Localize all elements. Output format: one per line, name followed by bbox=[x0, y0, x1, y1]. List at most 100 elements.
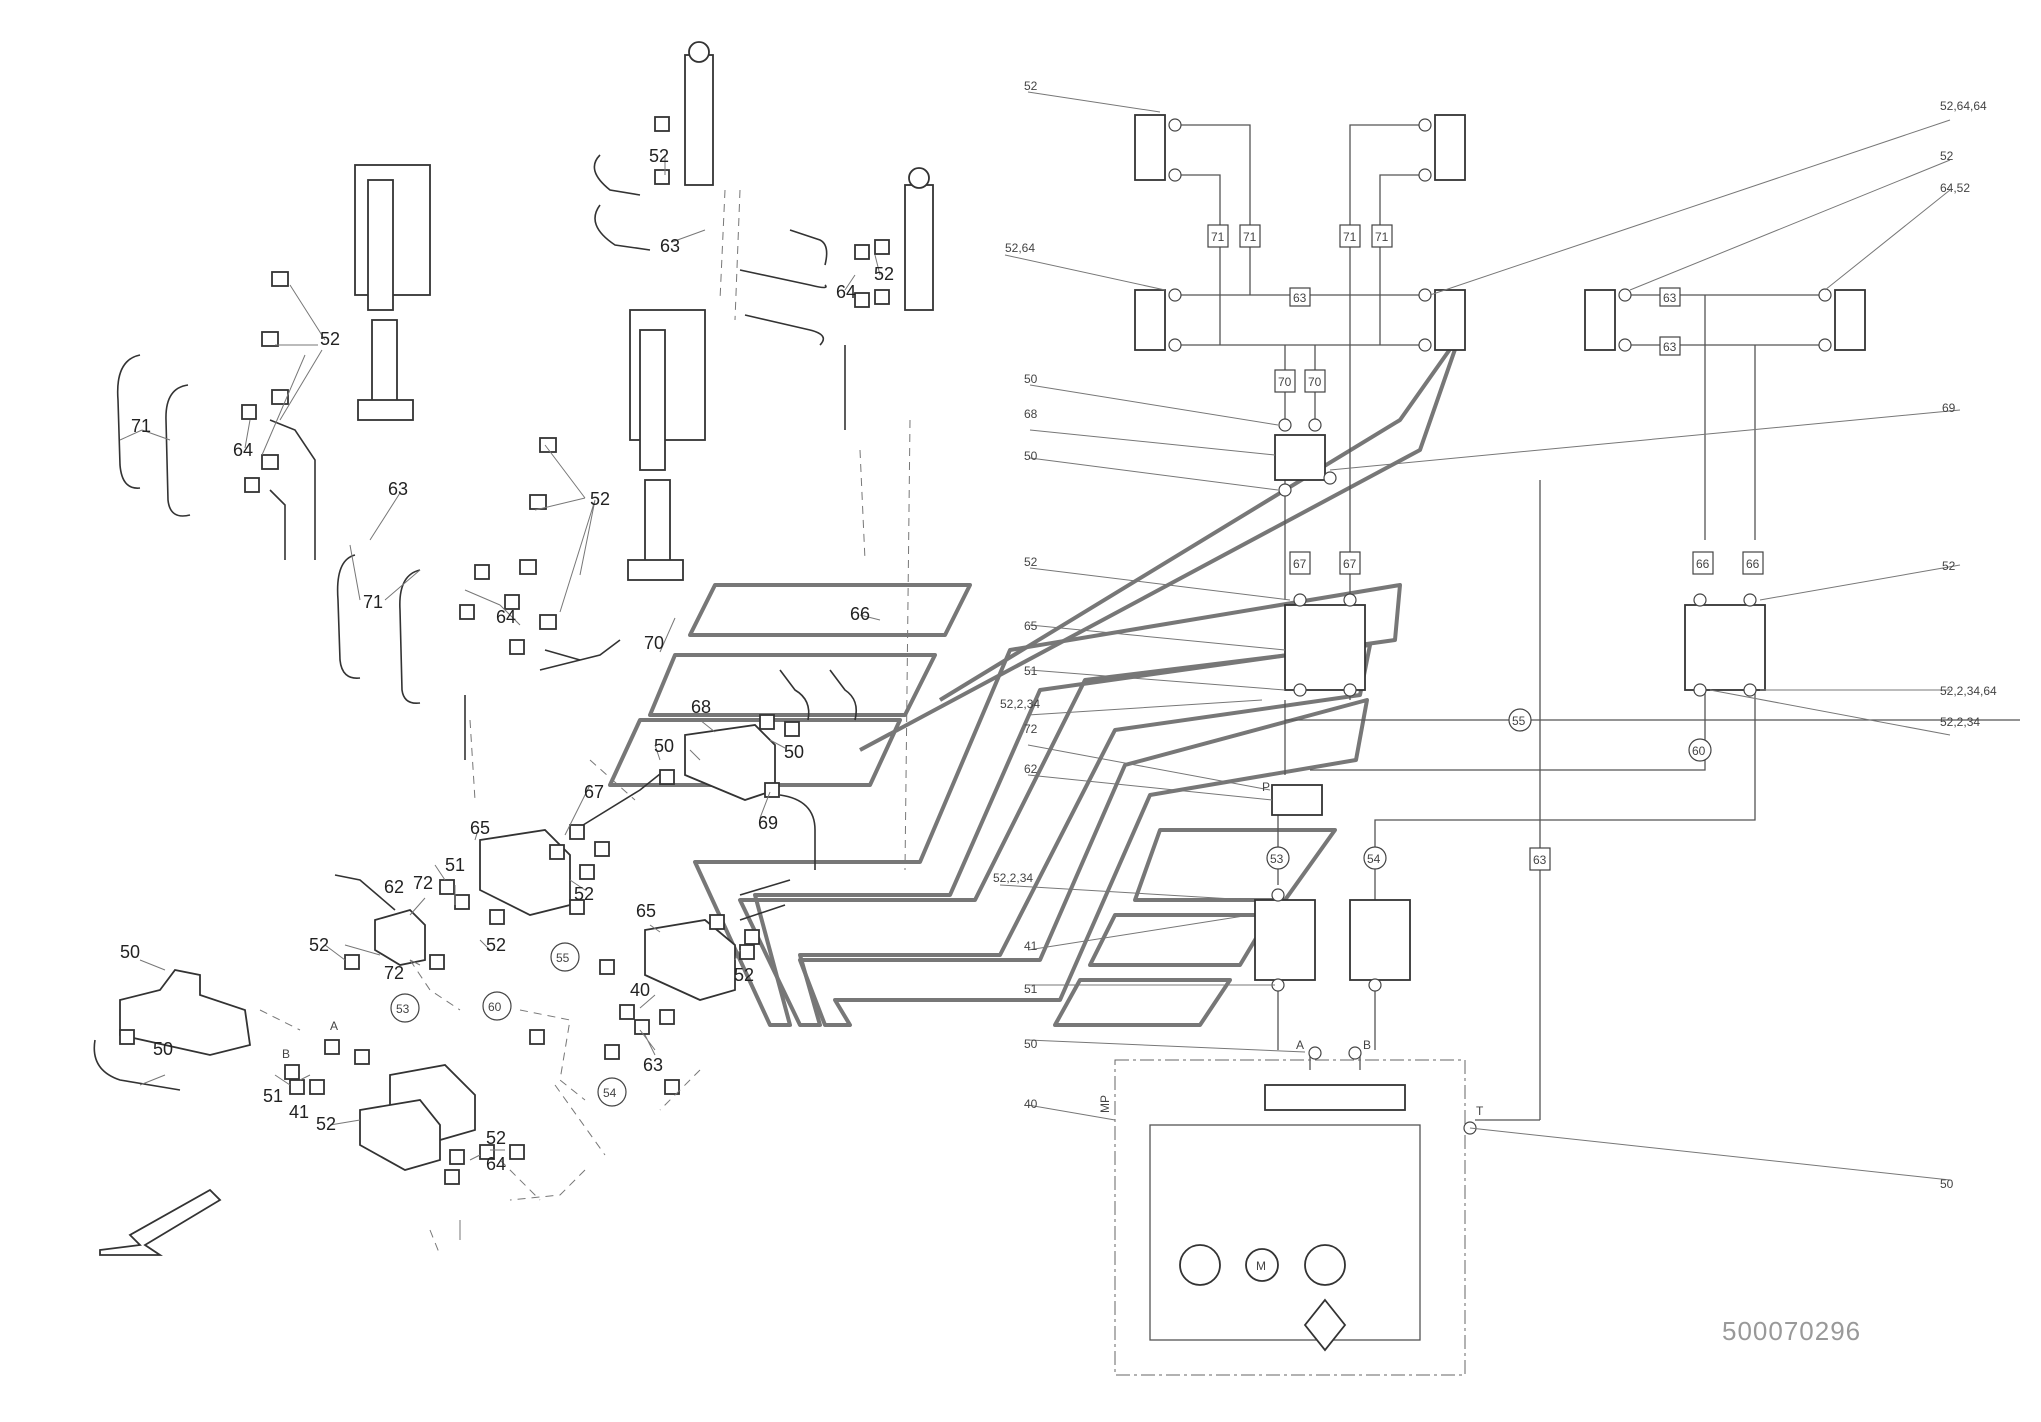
schematic-port bbox=[1693, 593, 1707, 607]
schematic-callout: 52,64,64 bbox=[1940, 99, 1987, 113]
assembly-callout: 52 bbox=[590, 489, 610, 509]
schematic-port bbox=[1743, 593, 1757, 607]
schematic-valve-65 bbox=[1284, 604, 1366, 691]
schematic-callout: 40 bbox=[1024, 1097, 1038, 1111]
connector-plate-53 bbox=[798, 698, 1369, 1027]
line-tag: 71 bbox=[1207, 224, 1229, 248]
schematic-callout: 52,2,34 bbox=[1000, 697, 1040, 711]
line-tag: 66 bbox=[1692, 551, 1714, 575]
line-tag-label: 70 bbox=[1308, 375, 1322, 389]
line-tag: 67 bbox=[1289, 551, 1311, 575]
exploded-assembly: 52 63 64 52 52 71 64 63 52 71 64 66 70 6… bbox=[93, 41, 934, 1256]
assembly-callout: 52 bbox=[320, 329, 340, 349]
schematic-port bbox=[1368, 978, 1382, 992]
assembly-callout: 66 bbox=[850, 604, 870, 624]
assembly-callout: 52 bbox=[649, 146, 669, 166]
assembly-callout: 51 bbox=[263, 1086, 283, 1106]
assembly-callout: 71 bbox=[363, 592, 383, 612]
block-65-lower bbox=[644, 919, 736, 1001]
schematic-port bbox=[1271, 888, 1285, 902]
assembly-callout: 64 bbox=[486, 1154, 506, 1174]
schematic-port bbox=[1308, 1046, 1322, 1060]
schematic-circle-label: 54 bbox=[1367, 852, 1381, 866]
schematic-callout: 52 bbox=[1940, 149, 1954, 163]
schematic-valve-68 bbox=[1274, 434, 1326, 481]
schematic-callout: 52 bbox=[1024, 555, 1038, 569]
assembly-callout: 52 bbox=[874, 264, 894, 284]
assembly-callout: 50 bbox=[120, 942, 140, 962]
schematic-callout: 65 bbox=[1024, 619, 1038, 633]
schematic-callout: 51 bbox=[1024, 664, 1038, 678]
schematic-callout: 62 bbox=[1024, 762, 1038, 776]
assembly-callout: 69 bbox=[758, 813, 778, 833]
line-tag-label: 71 bbox=[1375, 230, 1389, 244]
schematic-circle bbox=[1266, 846, 1290, 870]
schematic-callout: 50 bbox=[1024, 1037, 1038, 1051]
line-tag: 71 bbox=[1339, 224, 1361, 248]
schematic-port bbox=[1343, 593, 1357, 607]
schematic-callout: 52,64 bbox=[1005, 241, 1035, 255]
line-tags: 71 71 71 71 63 63 63 70 70 67 67 66 66 6… bbox=[1207, 224, 1764, 871]
fittings bbox=[119, 116, 890, 1185]
block-41-lower bbox=[359, 1099, 441, 1171]
schematic-line bbox=[1625, 294, 1825, 540]
schematic-circle-label: 60 bbox=[1692, 744, 1706, 758]
schematic-line bbox=[1284, 295, 1541, 1120]
line-tag: 67 bbox=[1339, 551, 1361, 575]
assembly-callouts: 52 63 64 52 52 71 64 63 52 71 64 66 70 6… bbox=[120, 146, 894, 1174]
schematic-port bbox=[1343, 683, 1357, 697]
cylinder-top bbox=[684, 41, 714, 186]
block-65-upper bbox=[479, 829, 571, 916]
schematic-cylinder bbox=[1584, 289, 1616, 351]
schematic-filter bbox=[1303, 1298, 1347, 1352]
power-unit-40 bbox=[119, 969, 252, 1056]
assembly-callout: 64 bbox=[836, 282, 856, 302]
schematic-port bbox=[1348, 1046, 1362, 1060]
circled-callout bbox=[390, 993, 420, 1023]
assembly-callout: 72 bbox=[384, 963, 404, 983]
line-tag-label: 71 bbox=[1343, 230, 1357, 244]
schematic-valve-62 bbox=[1271, 784, 1323, 816]
schematic-port bbox=[1418, 288, 1432, 302]
circled-callout-label: 54 bbox=[603, 1086, 617, 1100]
port-letter-a: A bbox=[330, 1019, 338, 1033]
assembly-callout: 62 bbox=[384, 877, 404, 897]
schematic-cylinder bbox=[1834, 289, 1866, 351]
block-68 bbox=[684, 724, 776, 801]
block-62 bbox=[374, 908, 426, 966]
line-tag: 63 bbox=[1659, 336, 1681, 356]
schematic-cylinder bbox=[1434, 114, 1466, 181]
connector-plate-62 bbox=[738, 643, 1372, 1027]
line-tag-label: 67 bbox=[1343, 557, 1357, 571]
connector-plate-65 bbox=[693, 583, 1402, 1027]
cylinder-left bbox=[354, 164, 431, 421]
schematic-leaders bbox=[999, 91, 1961, 1181]
schematic-callout: 72 bbox=[1024, 722, 1038, 736]
connector-plate-51a bbox=[1088, 913, 1272, 967]
schematic-line bbox=[1310, 690, 1756, 870]
line-tag: 71 bbox=[1239, 224, 1261, 248]
schematic-callout: 69 bbox=[1942, 401, 1956, 415]
schematic-port-t: T bbox=[1476, 1104, 1484, 1118]
line-tag-label: 71 bbox=[1243, 230, 1257, 244]
assembly-callout: 40 bbox=[630, 980, 650, 1000]
schematic-cylinder bbox=[1434, 289, 1466, 351]
assembly-callout: 71 bbox=[131, 416, 151, 436]
schematic-port-mp: MP bbox=[1098, 1095, 1112, 1113]
hoses bbox=[93, 154, 858, 1091]
line-tag: 70 bbox=[1304, 369, 1326, 393]
schematic-callout: 50 bbox=[1024, 372, 1038, 386]
line-tag: 71 bbox=[1371, 224, 1393, 248]
schematic-port bbox=[1168, 288, 1182, 302]
schematic-port bbox=[1278, 418, 1292, 432]
schematic-motor bbox=[1245, 1248, 1279, 1282]
line-tag-label: 67 bbox=[1293, 557, 1307, 571]
schematic-callout: 52,2,34 bbox=[1940, 715, 1980, 729]
schematic-port bbox=[1168, 118, 1182, 132]
schematic-callout: 50 bbox=[1940, 1177, 1954, 1191]
circled-callout bbox=[550, 942, 580, 972]
cylinder-center bbox=[627, 309, 706, 581]
schematic-callout: 64,52 bbox=[1940, 181, 1970, 195]
schematic-power-unit bbox=[1114, 1059, 1466, 1376]
